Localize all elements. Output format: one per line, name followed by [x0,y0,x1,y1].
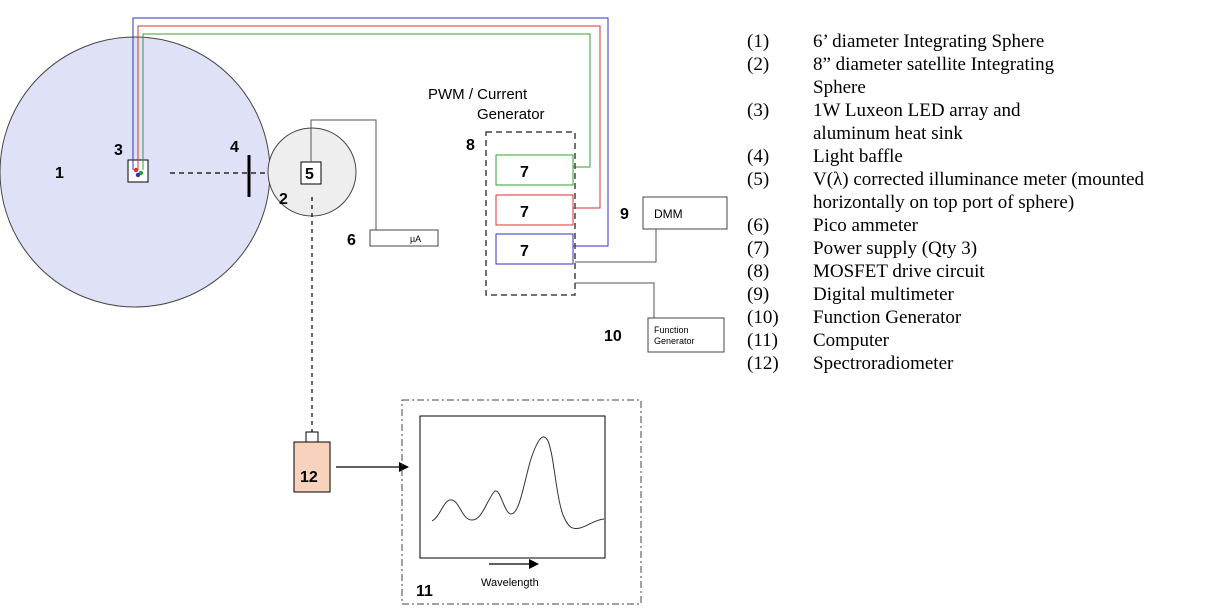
legend-text: V(λ) corrected illuminance meter (mounte… [813,169,1145,213]
legend-num: (12) [747,353,779,374]
legend-text: 8” diameter satellite Integrating Sphere [813,54,1055,98]
label-9: 9 [620,206,629,223]
legend-item-11: (11) Computer [747,329,1217,352]
label-1: 1 [55,165,64,182]
label-11: 11 [416,583,433,600]
legend-text: 6’ diameter Integrating Sphere [813,31,1045,52]
legend-text: Digital multimeter [813,284,954,305]
power-supply-1 [495,154,574,186]
legend-item-5: (5) V(λ) corrected illuminance meter (mou… [747,168,1217,214]
legend-num: (3) [747,100,770,121]
legend-num: (8) [747,261,770,282]
legend-text: Power supply (Qty 3) [813,238,978,259]
legend-num: (5) [747,169,770,190]
legend-num: (7) [747,238,770,259]
legend-text: Pico ammeter [813,215,918,236]
function-generator-wire [575,282,655,318]
blue-wire [132,17,609,247]
label-2: 2 [279,191,288,208]
function-generator-text-1: Function [654,325,689,335]
label-3: 3 [114,142,123,159]
dmm-box [642,196,728,230]
label-4: 4 [230,139,239,156]
legend-num: (4) [747,146,770,167]
led-blue [135,172,141,178]
green-wire [142,33,591,170]
pico-ammeter-box [369,229,439,247]
ammeter-wire [310,119,377,230]
mosfet-drive-circuit [485,131,576,296]
spectrum-display [419,415,606,559]
legend-num: (1) [747,31,770,52]
legend-item-2: (2) 8” diameter satellite Integrating Sph… [747,53,1217,99]
legend-item-9: (9) Digital multimeter [747,283,1217,306]
legend-num: (11) [747,330,778,351]
legend-text: 1W Luxeon LED array and aluminum heat si… [813,100,1021,144]
legend-text: Light baffle [813,146,903,167]
wavelength-label: Wavelength [481,577,539,589]
function-generator-box [647,317,725,353]
legend-num: (9) [747,284,770,305]
led-red [133,167,139,173]
legend-item-4: (4) Light baffle [747,145,1217,168]
legend-item-8: (8) MOSFET drive circuit [747,260,1217,283]
ammeter-unit: µA [410,234,421,244]
spectroradiometer-box [293,441,331,493]
legend-item-6: (6) Pico ammeter [747,214,1217,237]
legend-num: (2) [747,54,770,75]
legend-item-7: (7) Power supply (Qty 3) [747,237,1217,260]
label-12: 12 [300,469,318,486]
label-5: 5 [305,166,314,183]
red-wire [137,25,601,209]
legend-text: Spectroradiometer [813,353,954,374]
computer-box [401,399,642,605]
legend-item-3: (3) 1W Luxeon LED array and aluminum heat… [747,99,1217,145]
label-7b: 7 [520,204,529,221]
label-7c: 7 [520,243,529,260]
spectro-port [305,431,319,443]
legend-item-1: (1) 6’ diameter Integrating Sphere [747,30,1217,53]
generator-title-2: Generator [477,106,545,123]
generator-title-1: PWM / Current [428,86,528,103]
legend-text: MOSFET drive circuit [813,261,985,282]
dmm-text: DMM [654,207,683,221]
function-generator-text-2: Generator [654,336,695,346]
label-7a: 7 [520,164,529,181]
spectrum-curve [431,436,605,530]
legend-item-12: (12) Spectroradiometer [747,352,1217,375]
label-8: 8 [466,137,475,154]
power-supply-2 [495,194,574,226]
label-6: 6 [347,232,356,249]
legend-item-10: (10) Function Generator [747,306,1217,329]
legend-text: Computer [813,330,889,351]
power-supply-3 [495,233,574,265]
legend: (1) 6’ diameter Integrating Sphere (2) 8” … [747,30,1217,375]
legend-text: Function Generator [813,307,962,328]
label-10: 10 [604,328,622,345]
legend-num: (10) [747,307,779,328]
dmm-wire [575,229,657,263]
legend-num: (6) [747,215,770,236]
